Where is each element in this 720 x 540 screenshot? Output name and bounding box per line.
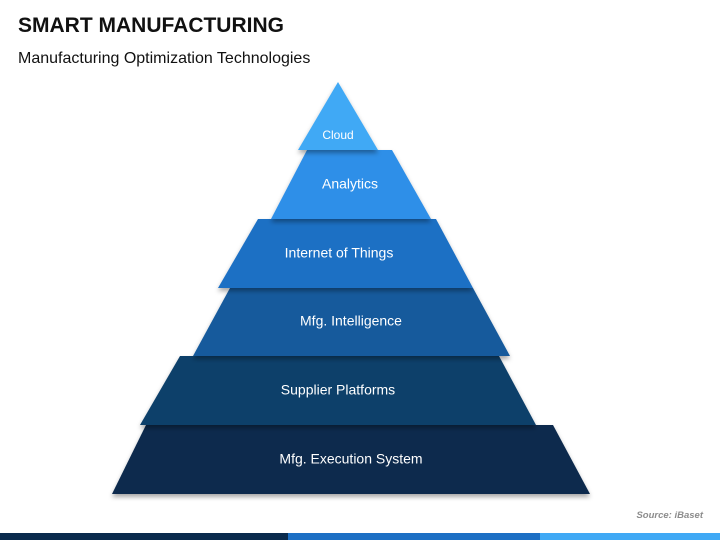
pyramid-level-shape (271, 150, 431, 219)
pyramid-level-shape (218, 219, 473, 288)
page-title: SMART MANUFACTURING (18, 14, 284, 37)
pyramid-level-internet-of-things: Internet of Things (218, 219, 473, 288)
pyramid-level-label: Analytics (322, 176, 378, 192)
pyramid-level-shape (298, 82, 378, 150)
pyramid-level-cloud: Cloud (298, 82, 378, 150)
pyramid-level-label: Internet of Things (285, 245, 394, 261)
bottom-bar-segment-dark (0, 533, 288, 540)
pyramid-level-label: Supplier Platforms (281, 382, 395, 398)
pyramid-level-mfg-intelligence: Mfg. Intelligence (193, 288, 510, 356)
pyramid-level-supplier-platforms: Supplier Platforms (140, 356, 536, 425)
bottom-bar-segment-light (540, 533, 720, 540)
pyramid-level-mfg-execution-system: Mfg. Execution System (112, 425, 590, 494)
pyramid-level-analytics: Analytics (271, 150, 431, 219)
source-note: Source: iBaset (636, 510, 703, 521)
pyramid-level-shape (112, 425, 590, 494)
bottom-bar-segment-mid (288, 533, 540, 540)
pyramid-level-shape (193, 288, 510, 356)
bottom-accent-bar (0, 533, 720, 540)
pyramid-level-label: Mfg. Execution System (279, 451, 422, 467)
page-subtitle: Manufacturing Optimization Technologies (18, 50, 311, 67)
pyramid-level-shape (140, 356, 536, 425)
pyramid-level-label: Mfg. Intelligence (300, 313, 402, 329)
pyramid-level-label: Cloud (322, 128, 353, 142)
